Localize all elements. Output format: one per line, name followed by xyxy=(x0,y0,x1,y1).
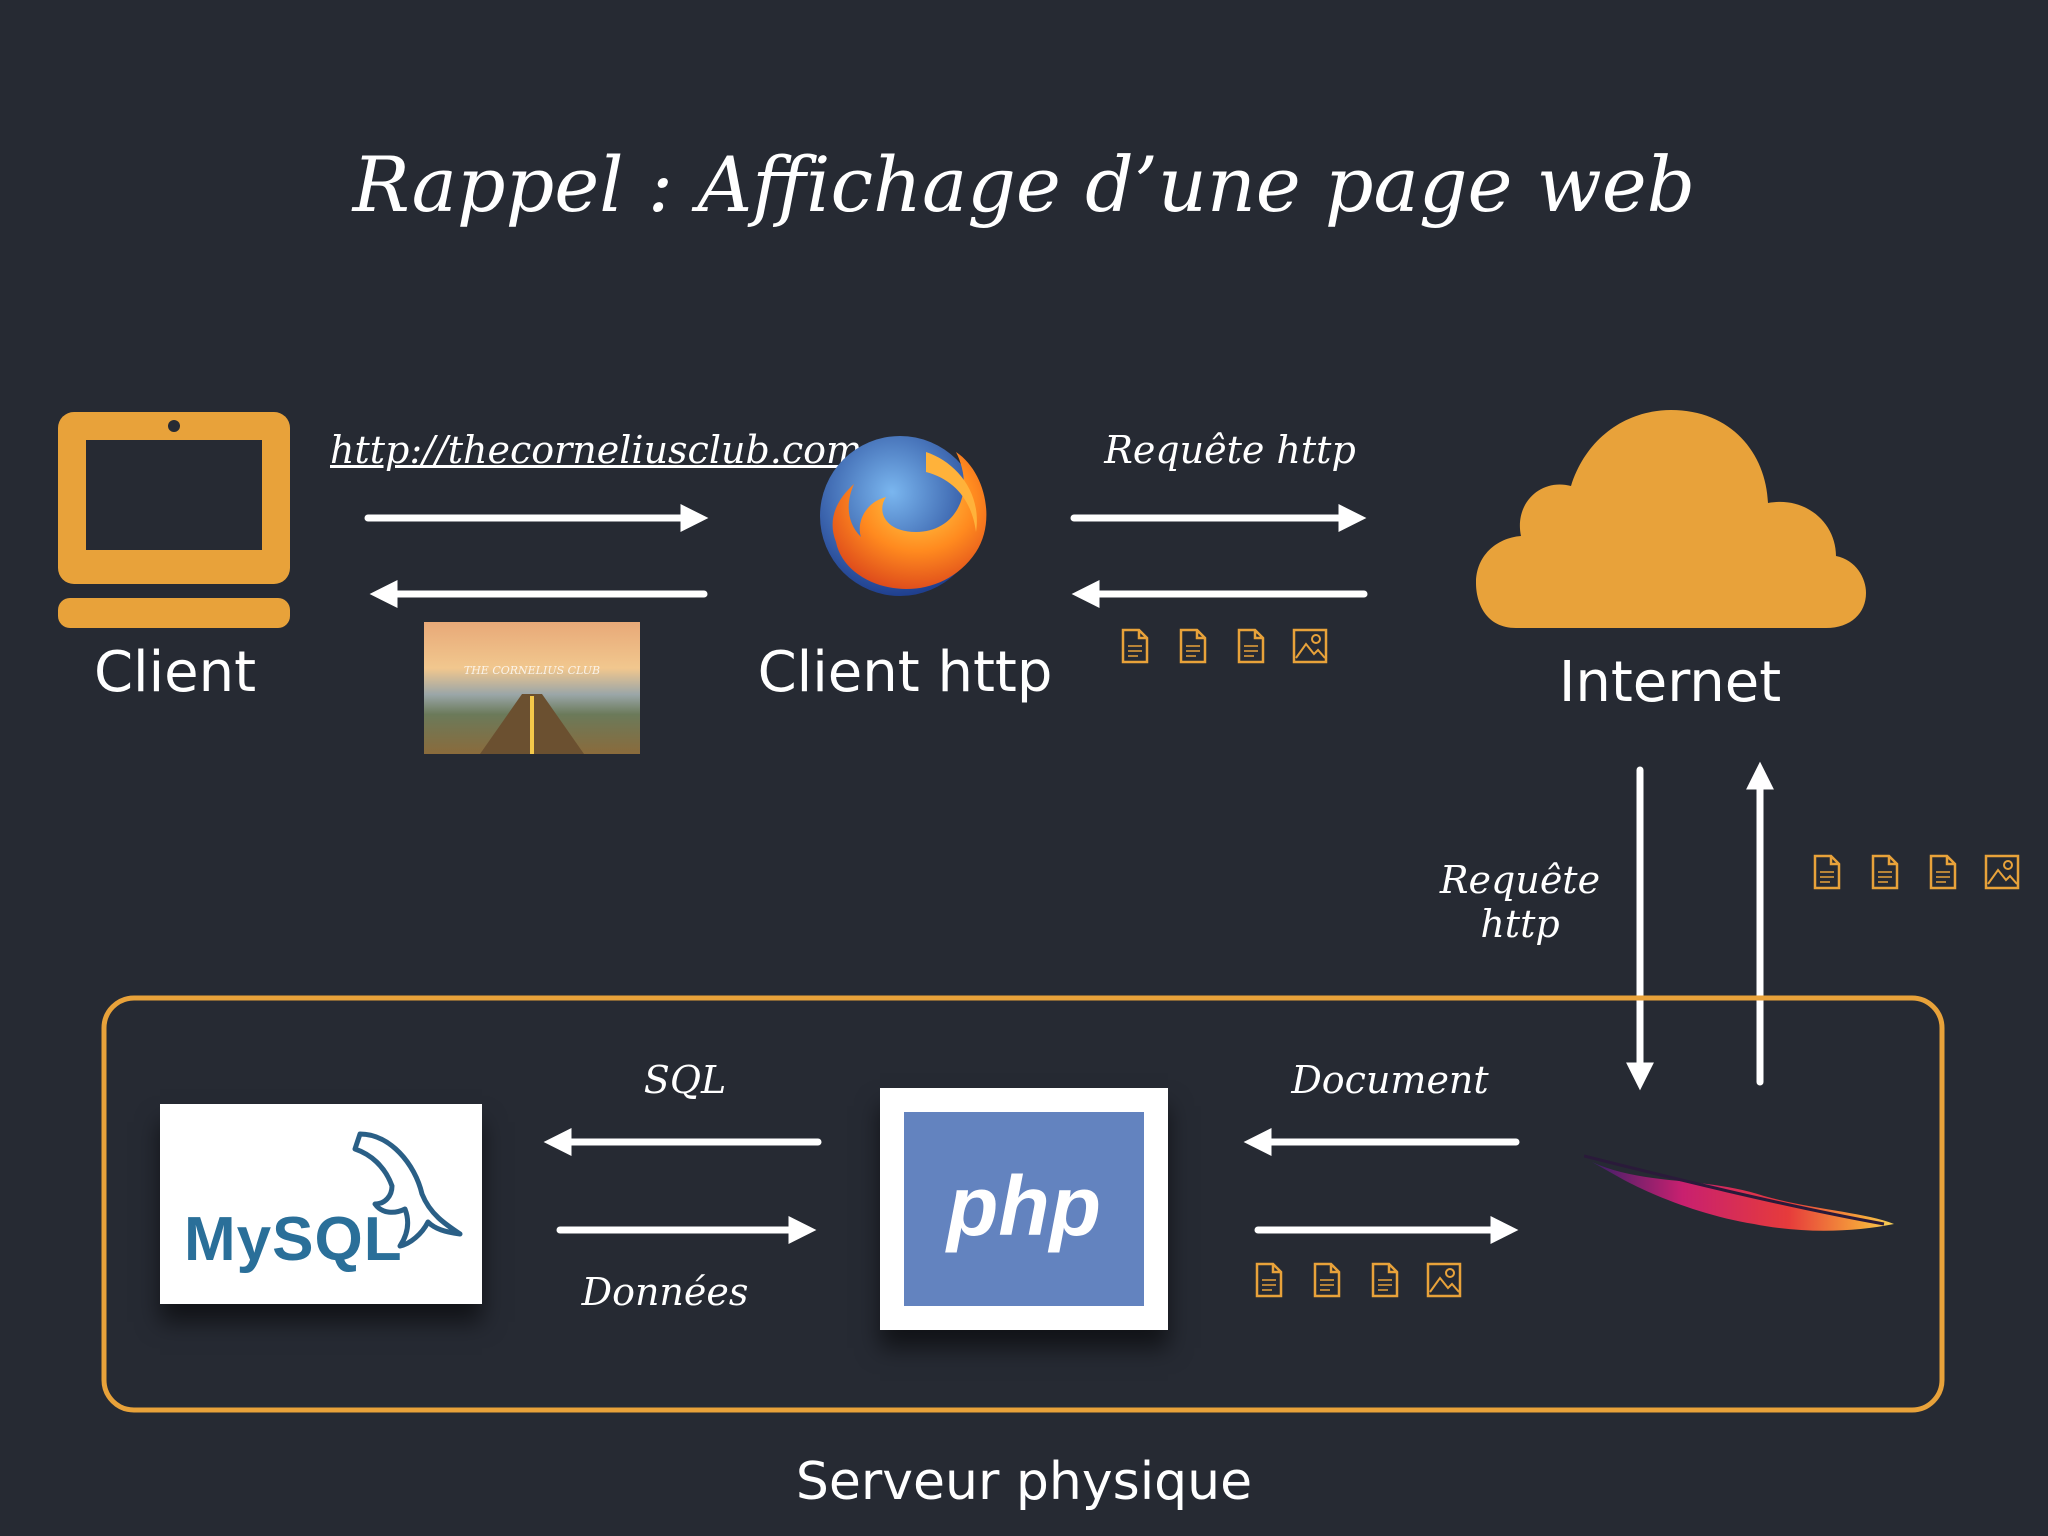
dolphin-icon xyxy=(352,1131,463,1249)
mysql-logo-text: MySQL xyxy=(184,1205,403,1274)
internet-request-label: Requête http xyxy=(1439,858,1601,946)
document-icon xyxy=(1371,1262,1399,1298)
image-file-icon xyxy=(1984,854,2020,890)
document-icon xyxy=(1313,1262,1341,1298)
document-icon xyxy=(1179,628,1207,664)
server-box xyxy=(101,995,1945,1413)
road-image xyxy=(480,694,584,754)
php-logo: php xyxy=(880,1088,1168,1330)
sql-label: SQL xyxy=(643,1058,727,1102)
page-thumbnail: THE CORNELIUS CLUB xyxy=(424,622,640,754)
internet-label: Internet xyxy=(1558,650,1782,715)
mysql-logo: MySQL xyxy=(160,1104,482,1304)
php-logo-panel xyxy=(904,1112,1144,1306)
document-icon xyxy=(1255,1262,1283,1298)
document-icon xyxy=(1871,854,1899,890)
image-file-icon xyxy=(1426,1262,1462,1298)
client-label: Client xyxy=(93,640,257,705)
document-icon xyxy=(1929,854,1957,890)
slide-title: Rappel : Affichage d’une page web xyxy=(352,140,1696,229)
thumbnail-caption: THE CORNELIUS CLUB xyxy=(463,664,601,677)
laptop-icon xyxy=(58,412,290,628)
php-logo-text: php xyxy=(947,1159,1101,1253)
data-label: Données xyxy=(581,1270,749,1314)
client-http-label: Client http xyxy=(757,640,1053,705)
document-icon xyxy=(1237,628,1265,664)
document-icon xyxy=(1121,628,1149,664)
apache-feather-icon xyxy=(1584,1154,1894,1231)
url-link[interactable]: http://thecorneliusclub.com xyxy=(330,428,863,472)
document-icon xyxy=(1813,854,1841,890)
cloud-icon xyxy=(1476,410,1866,628)
image-file-icon xyxy=(1292,628,1328,664)
document-label: Document xyxy=(1291,1058,1489,1102)
firefox-icon xyxy=(820,436,987,596)
server-label: Serveur physique xyxy=(795,1452,1253,1512)
http-request-label: Requête http xyxy=(1104,428,1356,472)
